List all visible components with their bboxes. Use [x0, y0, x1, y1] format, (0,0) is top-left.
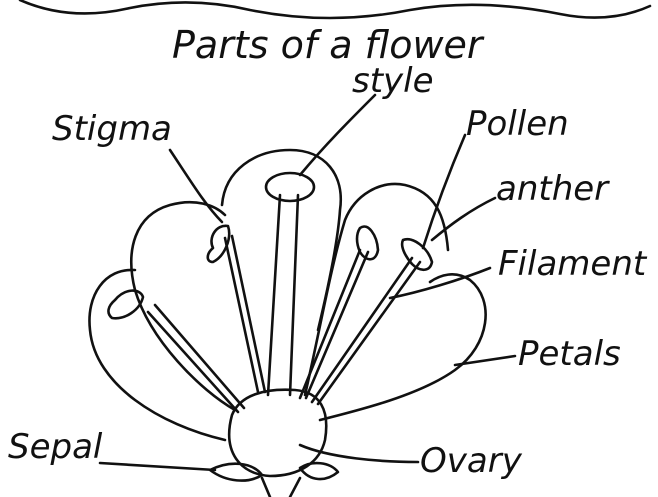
sepal-right — [300, 463, 338, 479]
petal-far-left — [89, 270, 225, 440]
leader-stigma — [170, 150, 222, 222]
leader-petals — [455, 356, 515, 365]
leader-style — [300, 95, 375, 175]
label-filament: Filament — [498, 244, 648, 284]
filament-1 — [225, 236, 265, 392]
label-stigma: Stigma — [52, 109, 172, 149]
style-column — [268, 195, 298, 395]
stigma-top — [266, 173, 314, 201]
label-pollen: Pollen — [466, 104, 569, 144]
diagram-title: Parts of a flower — [172, 23, 485, 67]
leader-sepal — [100, 463, 215, 470]
leader-ovary — [300, 445, 418, 462]
label-sepal: Sepal — [8, 427, 103, 467]
top-wave-border — [20, 0, 650, 18]
label-petals: Petals — [518, 334, 621, 374]
stem-base — [262, 478, 300, 497]
filament-2 — [148, 305, 244, 412]
label-anther: anther — [496, 169, 610, 209]
filament-3 — [300, 250, 368, 398]
label-ovary: Ovary — [420, 441, 523, 481]
label-style: style — [352, 61, 434, 101]
